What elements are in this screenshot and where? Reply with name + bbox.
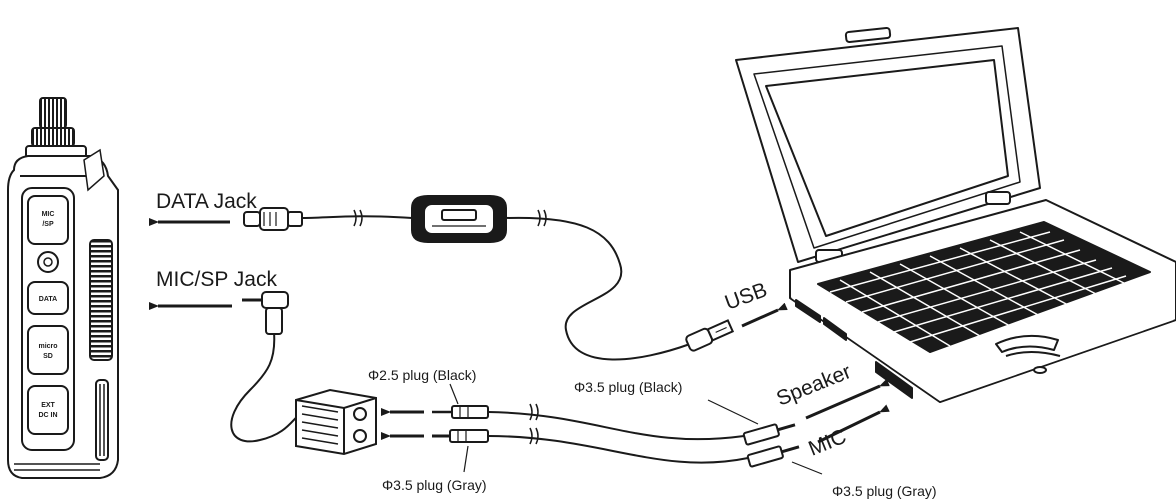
radio-grip bbox=[89, 239, 113, 361]
usb-arrow-icon bbox=[741, 302, 788, 328]
usb-label: USB bbox=[722, 278, 770, 314]
radio-label-data: DATA bbox=[39, 296, 57, 303]
arrows bbox=[149, 218, 890, 444]
radio-transceiver bbox=[7, 97, 119, 479]
radio-label-sd: SD bbox=[43, 353, 53, 360]
data-jack-label: DATA Jack bbox=[156, 190, 257, 213]
radio-label-mic: MIC bbox=[42, 211, 55, 218]
plug-35-black-label: Φ3.5 plug (Black) bbox=[574, 379, 682, 395]
plug-25-black-icon bbox=[432, 405, 489, 419]
plug-35-gray-laptop-icon bbox=[746, 445, 800, 468]
plug-35-gray-right-label: Φ3.5 plug (Gray) bbox=[832, 483, 937, 499]
micro-sd-button bbox=[27, 325, 69, 375]
usb-plug-icon bbox=[685, 319, 735, 352]
data-cable-connector bbox=[243, 207, 303, 231]
ext-dc-in-button bbox=[27, 385, 69, 435]
cable-break-marks bbox=[353, 209, 547, 445]
plug-35-black-laptop-icon bbox=[742, 423, 796, 446]
laptop-audio-ports bbox=[875, 361, 913, 399]
leader-lines bbox=[449, 383, 823, 475]
mic-sp-jack-label: MIC/SP Jack bbox=[156, 268, 277, 291]
radio-label-ext: EXT bbox=[41, 402, 55, 409]
radio-label-sp: /SP bbox=[42, 221, 54, 228]
laptop-usb-port bbox=[795, 299, 821, 323]
mic-sp-plug-icon bbox=[242, 291, 289, 335]
audio-splitter-box bbox=[295, 388, 377, 456]
radio-knob-icon bbox=[39, 97, 67, 129]
plug-35-gray-left-label: Φ3.5 plug (Gray) bbox=[382, 477, 487, 493]
laptop-screen bbox=[765, 59, 1009, 237]
mic-label: MIC bbox=[805, 425, 849, 461]
usb-interface-box bbox=[411, 195, 507, 243]
plug-25-black-label: Φ2.5 plug (Black) bbox=[368, 367, 476, 383]
laptop bbox=[735, 27, 1176, 403]
mic-sp-jack-button bbox=[27, 195, 69, 245]
plug-35-gray-icon bbox=[432, 429, 489, 443]
speaker-arrow-icon bbox=[805, 378, 890, 420]
radio-label-dc-in: DC IN bbox=[38, 412, 57, 419]
mic-arrow-icon bbox=[817, 404, 890, 444]
radio-label-micro: micro bbox=[38, 343, 57, 350]
data-jack-button bbox=[27, 281, 69, 315]
touchpad-icon bbox=[995, 334, 1059, 353]
cables bbox=[230, 215, 749, 464]
